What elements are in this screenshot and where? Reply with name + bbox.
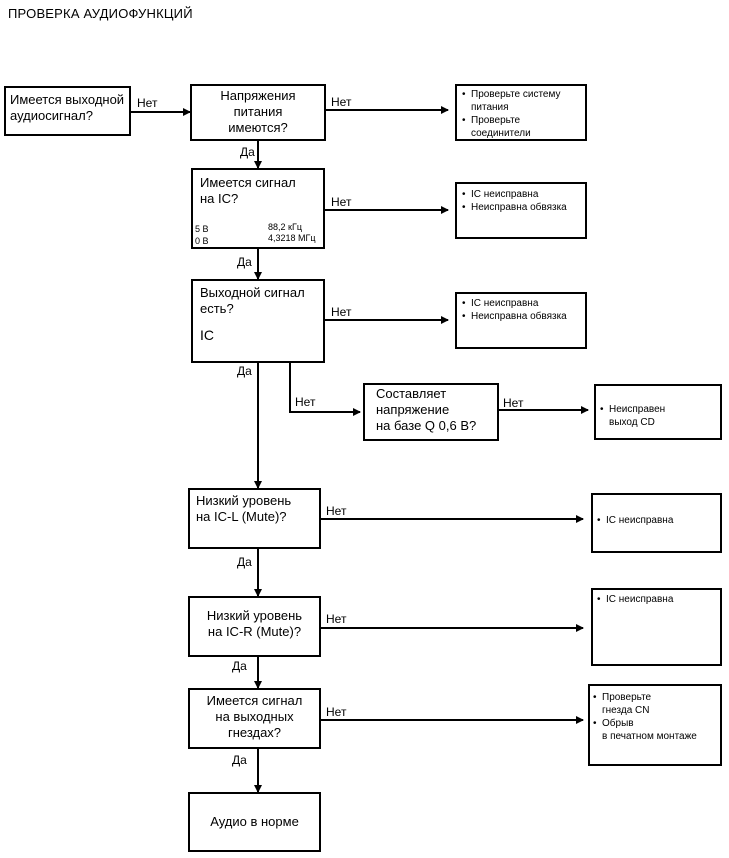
label-yes-q7: Да [232,659,247,673]
note-1: Проверьте систему питания Проверьте соед… [462,88,584,140]
note-4-item-1: Неисправен выход CD [600,403,718,429]
arrow-q4-q5 [289,362,361,416]
q3-frequencies: 88,2 кГц 4,3218 МГц [268,222,316,243]
q7-box [188,596,321,657]
note-2-item-1: IC неисправна [462,188,584,201]
label-no-q6: Нет [326,504,347,518]
end-box [188,792,321,852]
q5-box [363,383,499,441]
q4-ic-label: IC [200,327,214,343]
q4-box [191,279,325,363]
label-no-q4: Нет [331,305,352,319]
note-1-item-1: Проверьте систему питания [462,88,584,114]
note-7-item-1: Проверьте гнезда CN [593,691,721,717]
q1-box [4,86,131,136]
q1-text: Имеется выходной аудиосигнал? [10,92,125,123]
note-7: Проверьте гнезда CN Обрыв в печатном мон… [593,691,721,743]
q4-text: Выходной сигнал есть? [200,285,305,316]
note-7-item-2: Обрыв в печатном монтаже [593,717,721,743]
note-2: IC неисправна Неисправна обвязка [462,188,584,214]
q8-text: Имеется сигнал на выходных гнездах? [206,693,303,740]
label-yes-q6: Да [237,555,252,569]
label-no-q5: Нет [503,396,524,410]
note-1-item-2: Проверьте соединители [462,114,584,140]
q8-box [188,688,321,749]
label-no-q7: Нет [326,612,347,626]
note-6: IC неисправна [597,593,717,606]
q5-text: Составляет напряжение на базе Q 0,6 В? [376,386,477,433]
q3-box [191,168,325,249]
q6-box [188,488,321,549]
note-5: IC неисправна [597,514,717,527]
end-text: Аудио в норме [210,814,299,829]
label-yes-q3: Да [237,255,252,269]
page-title: ПРОВЕРКА АУДИОФУНКЦИЙ [8,6,193,21]
label-no-q1: Нет [137,96,158,110]
note-6-item-1: IC неисправна [597,593,717,606]
note-5-item-1: IC неисправна [597,514,717,527]
label-yes-q8: Да [232,753,247,767]
q3-text: Имеется сигнал на IC? [200,175,296,206]
note-3-item-1: IC неисправна [462,297,584,310]
label-no-q4-branch: Нет [295,395,316,409]
label-yes-q2: Да [240,145,255,159]
q3-voltage-high: 5 В [195,224,209,234]
q7-text: Низкий уровень на IC-R (Mute)? [206,608,303,639]
q2-text: Напряжения питания имеются? [220,88,296,135]
label-no-q8: Нет [326,705,347,719]
note-3-item-2: Неисправна обвязка [462,310,584,323]
note-3: IC неисправна Неисправна обвязка [462,297,584,323]
q2-box [190,84,326,141]
label-no-q2: Нет [331,95,352,109]
q3-voltage-low: 0 В [195,236,209,246]
label-yes-q4: Да [237,364,252,378]
note-2-item-2: Неисправна обвязка [462,201,584,214]
note-4: Неисправен выход CD [600,403,718,429]
label-no-q3: Нет [331,195,352,209]
q6-text: Низкий уровень на IC-L (Mute)? [196,493,292,524]
